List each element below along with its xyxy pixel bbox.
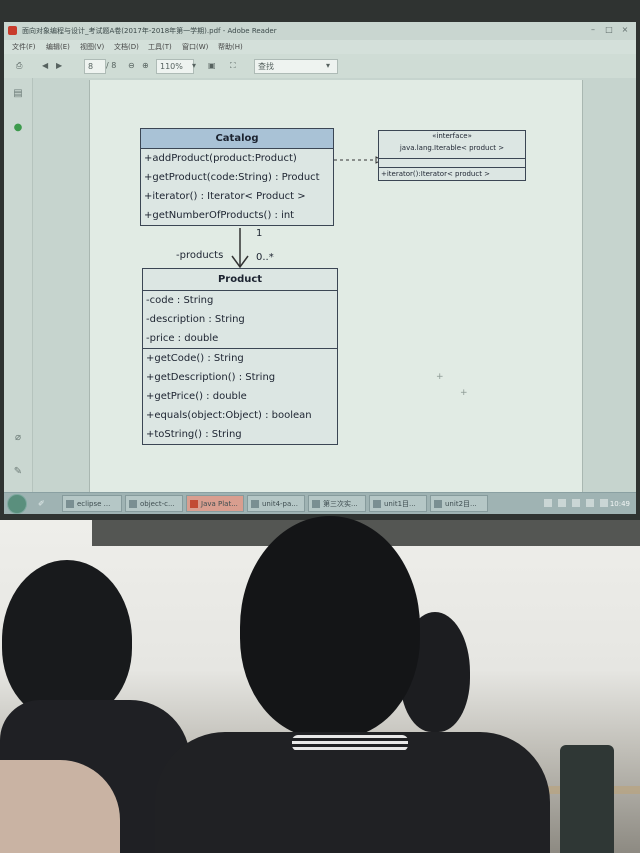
search-input[interactable]: 查找 [254, 59, 338, 74]
tray-icon[interactable] [572, 499, 580, 507]
maximize-button[interactable]: □ [605, 25, 613, 34]
zoom-in-icon[interactable]: ⊕ [142, 61, 149, 70]
interface-method: +iterator():Iterator< product > [381, 170, 491, 178]
catalog-method: +getNumberOfProducts() : int [144, 210, 295, 221]
student-head-left [2, 560, 132, 720]
next-page-icon[interactable]: ▶ [56, 61, 63, 70]
product-method: +equals(object:Object) : boolean [146, 410, 312, 421]
menu-view[interactable]: 视图(V) [80, 43, 105, 51]
projector-screen-frame: 面向对象编程与设计_考试题A卷(2017年-2018年第一学期).pdf - A… [0, 0, 640, 520]
product-method: +toString() : String [146, 429, 242, 440]
close-button[interactable]: × [621, 25, 629, 34]
product-attribute: -description : String [146, 314, 245, 325]
projected-desktop: 面向对象编程与设计_考试题A卷(2017年-2018年第一学期).pdf - A… [4, 22, 636, 514]
document-area[interactable]: Catalog +addProduct(product:Product) +ge… [33, 78, 636, 496]
adobe-reader-icon [8, 26, 17, 35]
catalog-method: +getProduct(code:String) : Product [144, 172, 320, 183]
catalog-method: +addProduct(product:Product) [144, 153, 297, 164]
product-method: +getPrice() : double [146, 391, 247, 402]
page-total: / 8 [106, 61, 117, 70]
fit-page-icon[interactable]: ▣ [208, 61, 216, 70]
zoom-out-icon[interactable]: ⊖ [128, 61, 135, 70]
product-attribute: -price : double [146, 333, 219, 344]
multiplicity-target: 0..* [256, 252, 274, 263]
student-jacket-center [155, 732, 550, 853]
product-attributes: -code : String -description : String -pr… [143, 291, 337, 349]
mouse-cursor-icon: + [436, 372, 444, 382]
pages-icon[interactable]: ▤ [13, 88, 23, 99]
product-method: +getDescription() : String [146, 372, 276, 383]
attachments-icon[interactable]: ⌀ [14, 432, 22, 443]
clock: 10:49 [609, 500, 630, 508]
menu-window[interactable]: 窗口(W) [182, 43, 209, 51]
menu-tools[interactable]: 工具(T) [148, 43, 172, 51]
minimize-button[interactable]: – [591, 25, 595, 34]
tray-icon[interactable] [558, 499, 566, 507]
fit-width-icon[interactable]: ⛶ [230, 61, 236, 70]
print-icon[interactable]: ⎙ [16, 61, 23, 70]
zoom-input[interactable]: 110% [156, 59, 194, 74]
search-dropdown-icon[interactable]: ▾ [326, 61, 331, 70]
taskbar: ✐ eclipse ... object-c... Java Plat... u… [4, 492, 636, 514]
tray-icon[interactable] [586, 499, 594, 507]
crosshair-icon: + [460, 388, 468, 398]
taskbar-item-lab3[interactable]: 第三次实... [308, 495, 366, 512]
iterable-interface: «interface» java.lang.Iterable< product … [378, 130, 526, 181]
zoom-dropdown-icon[interactable]: ▾ [192, 61, 197, 70]
prev-page-icon[interactable]: ◀ [42, 61, 49, 70]
interface-stereotype: «interface» [432, 132, 472, 140]
pen-tool-icon[interactable]: ✐ [38, 499, 45, 508]
taskbar-item-object[interactable]: object-c... [125, 495, 183, 512]
window-title: 面向对象编程与设计_考试题A卷(2017年-2018年第一学期).pdf - A… [22, 27, 277, 35]
toolbar: ⎙ ◀ ▶ 8 / 8 ⊖ ⊕ 110% ▾ ▣ ⛶ 查找 ▾ [4, 54, 636, 79]
product-attribute: -code : String [146, 295, 214, 306]
start-button[interactable] [7, 494, 27, 514]
taskbar-item-eclipse[interactable]: eclipse ... [62, 495, 122, 512]
interface-empty-section [379, 159, 525, 168]
taskbar-item-unit4[interactable]: unit4-pa... [247, 495, 305, 512]
taskbar-item-unit2[interactable]: unit2目... [430, 495, 488, 512]
navigation-pane: ▤ ● ⌀ ✎ [4, 78, 33, 496]
student-sweater-left [0, 760, 120, 853]
taskbar-item-java-platform[interactable]: Java Plat... [186, 495, 244, 512]
title-bar: 面向对象编程与设计_考试题A卷(2017年-2018年第一学期).pdf - A… [4, 22, 636, 40]
menu-edit[interactable]: 编辑(E) [46, 43, 70, 51]
dark-water-bottle [560, 745, 614, 853]
product-methods: +getCode() : String +getDescription() : … [143, 349, 337, 444]
association-arrowhead [231, 255, 249, 269]
catalog-class-name: Catalog [141, 129, 333, 149]
product-method: +getCode() : String [146, 353, 244, 364]
interface-name: java.lang.Iterable< product > [379, 142, 525, 159]
page-number-input[interactable]: 8 [84, 59, 106, 74]
tray-icon[interactable] [544, 499, 552, 507]
student-head-center [240, 516, 420, 738]
window-controls: – □ × [588, 25, 630, 35]
taskbar-item-unit1[interactable]: unit1目... [369, 495, 427, 512]
catalog-class: Catalog +addProduct(product:Product) +ge… [140, 128, 334, 226]
menu-file[interactable]: 文件(F) [12, 43, 36, 51]
association-role-label: -products [176, 250, 224, 261]
menu-help[interactable]: 帮助(H) [218, 43, 243, 51]
jacket-collar-stripe [292, 735, 408, 751]
help-icon[interactable]: ● [13, 122, 23, 133]
menu-bar: 文件(F) 编辑(E) 视图(V) 文档(D) 工具(T) 窗口(W) 帮助(H… [4, 40, 636, 54]
system-tray [544, 499, 608, 507]
menu-document[interactable]: 文档(D) [114, 43, 139, 51]
product-class: Product -code : String -description : St… [142, 268, 338, 445]
pdf-page: Catalog +addProduct(product:Product) +ge… [89, 80, 583, 494]
catalog-method: +iterator() : Iterator< Product > [144, 191, 306, 202]
volume-icon[interactable] [600, 499, 608, 507]
comments-icon[interactable]: ✎ [13, 466, 23, 477]
multiplicity-source: 1 [256, 228, 263, 239]
product-class-name: Product [143, 269, 337, 291]
